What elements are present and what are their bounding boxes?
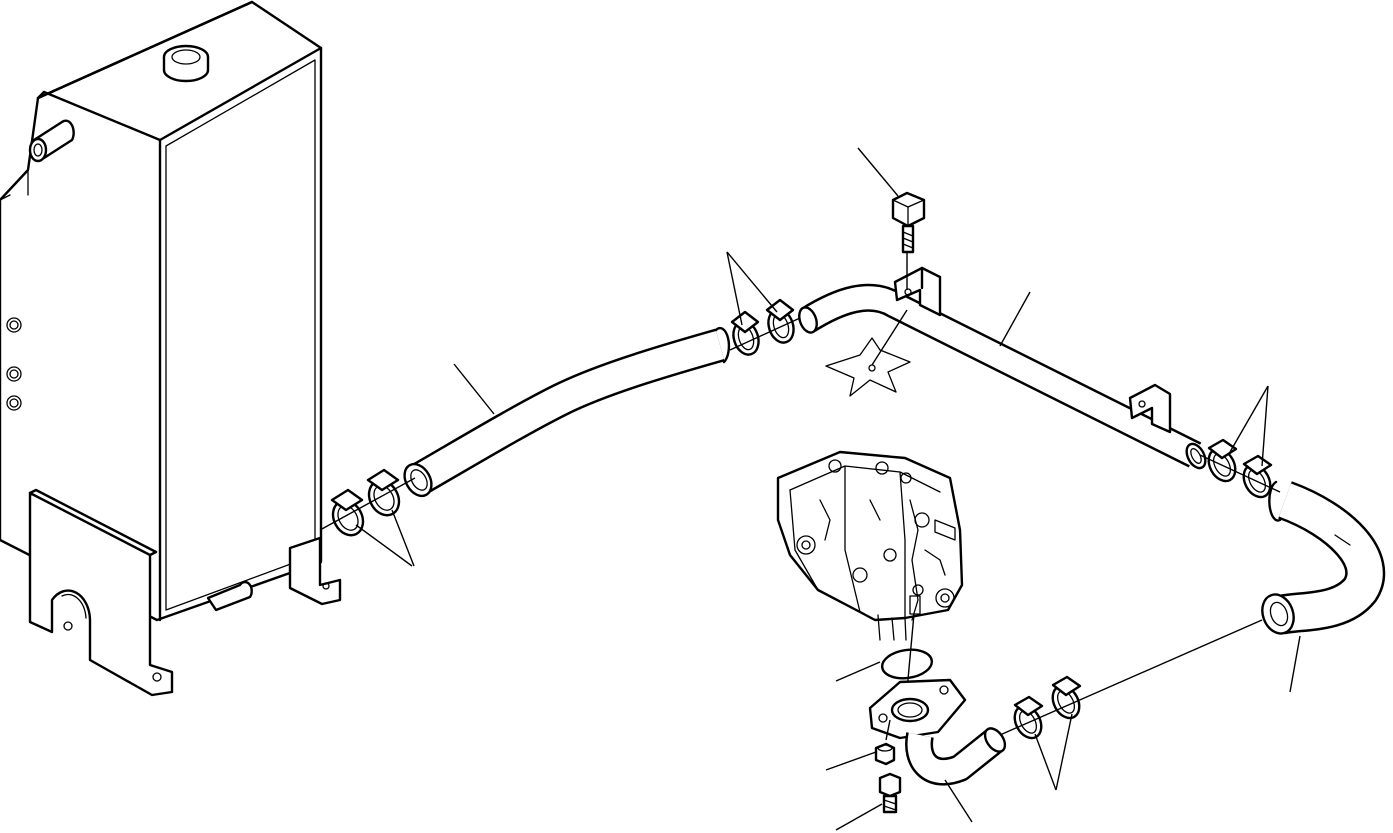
hose-elbow-right <box>1261 480 1386 693</box>
tube-upper <box>798 250 1207 470</box>
hose-upper-left <box>403 326 731 498</box>
pump-assembly <box>776 450 964 713</box>
mounting-bolt <box>857 147 926 254</box>
o-ring <box>835 648 934 682</box>
hydraulic-tank <box>0 0 342 697</box>
clamp-pair-left <box>319 468 416 567</box>
flange-elbow <box>868 678 1007 823</box>
washer <box>825 719 896 771</box>
flange-bolt <box>835 772 902 831</box>
clamp-pair-right <box>1199 385 1281 499</box>
clamp-pair-lower <box>999 619 1263 791</box>
clamp-pair-center <box>726 251 801 356</box>
